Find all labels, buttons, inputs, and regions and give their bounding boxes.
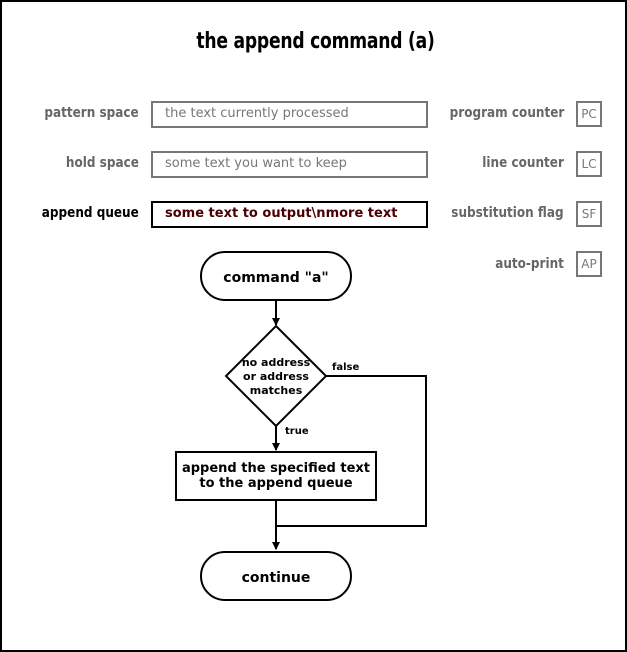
pattern-space-field: the text currently processed [151, 101, 428, 128]
substitution-flag-box: SF [576, 201, 602, 227]
decision-line-2: or address [243, 370, 309, 383]
start-terminal-label: command "a" [223, 270, 328, 286]
append-queue-field: some text to output\nmore text [151, 201, 428, 228]
hold-space-field: some text you want to keep [151, 151, 428, 178]
decision-line-1: no address [242, 356, 311, 369]
end-terminal [200, 551, 352, 601]
line-counter-label: line counter [482, 155, 564, 171]
program-counter-box: PC [576, 101, 602, 127]
substitution-flag-label: substitution flag [451, 205, 564, 221]
end-terminal-label: continue [242, 570, 311, 586]
auto-print-box: AP [576, 251, 602, 277]
append-queue-label: append queue [41, 205, 139, 221]
action-line-2: to the append queue [199, 476, 352, 491]
auto-print-label: auto-print [495, 256, 564, 272]
true-label: true [285, 426, 309, 437]
program-counter-label: program counter [449, 105, 564, 121]
hold-space-label: hold space [66, 155, 139, 171]
action-box [175, 451, 377, 501]
false-label: false [332, 362, 359, 373]
pattern-space-label: pattern space [44, 105, 139, 121]
action-line-1: append the specified text [182, 461, 370, 476]
line-counter-box: LC [576, 151, 602, 177]
false-branch-line [276, 375, 427, 527]
decision-line-3: matches [250, 384, 303, 397]
diagram-title: the append command (a) [196, 29, 435, 54]
